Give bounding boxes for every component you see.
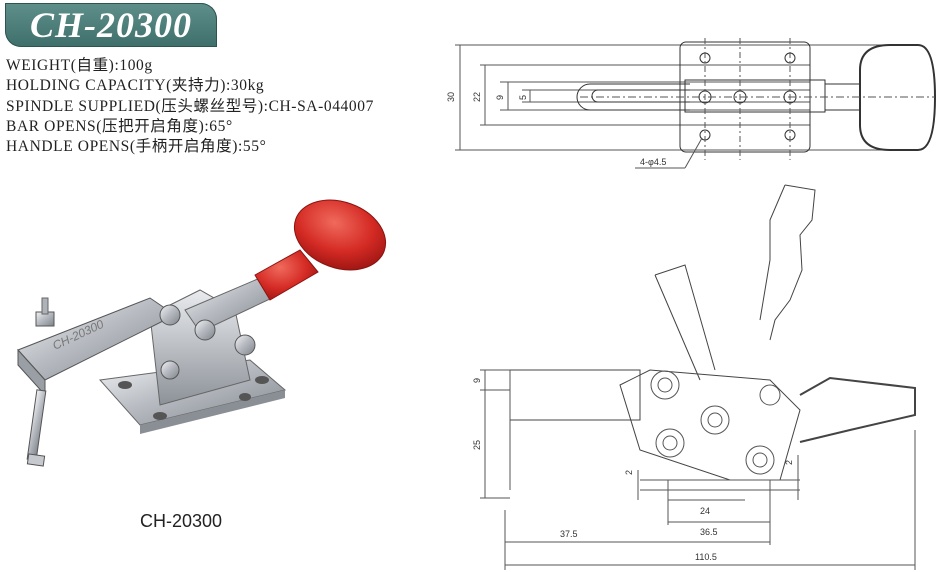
bar-open-outline [654,264,716,371]
handle-bulb-outline [859,44,937,151]
pivot-circle [752,452,768,468]
pivot-circle [662,435,678,451]
base-hole [255,376,269,384]
base-hole [118,381,132,389]
model-title: CH-20300 [29,5,192,45]
red-knob [293,199,387,271]
base-hole [239,393,251,401]
dim-hole-span: 36.5 [700,527,718,537]
dim-gap-left: 2 [624,470,634,475]
spec-handle-opens: HANDLE OPENS(手柄开启角度):55° [6,138,267,156]
spec-holding-capacity: HOLDING CAPACITY(夹持力):30kg [6,77,265,95]
dim-overall-height: 30 [446,92,456,102]
dim-slot-inner: 5 [518,95,528,100]
handle-closed-outline [799,376,916,443]
slot-outline [576,83,690,111]
pivot-circle [759,384,781,406]
red-grip [254,249,319,301]
spec-list: WEIGHT(自重):100g HOLDING CAPACITY(夹持力):30… [6,56,374,157]
spindle-tip [26,453,46,467]
pivot-circle [745,445,775,475]
spec-weight: WEIGHT(自重):100g [6,57,153,74]
side-view-drawing: 9 25 2 2 24 36.5 37.5 110.5 [472,184,916,570]
pivot-circle [700,405,730,435]
dim-height: 25 [472,440,482,450]
dim-slot-outer: 9 [495,95,505,100]
dim-holes: 4-φ4.5 [640,157,666,167]
pivot-rivet [234,334,256,356]
photo-caption: CH-20300 [140,511,223,531]
spec-spindle: SPINDLE SUPPLIED(压头螺丝型号):CH-SA-044007 [6,97,374,115]
pivot-rivet [194,319,216,341]
dim-overall-length: 110.5 [695,552,717,562]
dim-front-length: 37.5 [560,529,578,539]
base-hole [153,412,167,420]
dim-gap-right: 2 [784,460,794,465]
pivot-circle [655,428,685,458]
spec-bar-opens: BAR OPENS(压把开启角度):65° [6,117,233,135]
spindle-thread-top [41,297,49,315]
dim-base-width: 24 [700,506,710,516]
product-photo: CH-20300 [17,199,387,467]
handle-open-outline [769,184,816,341]
pivot-circle [657,377,673,393]
spindle-shaft [26,389,47,461]
pivot-circle [707,412,723,428]
top-view-drawing: 30 22 9 5 4-φ4.5 [446,38,937,169]
pivot-rivet [160,360,180,380]
pivot-circle [650,370,680,400]
dim-mid-height: 22 [472,92,482,102]
pivot-rivet [159,304,181,326]
dim-top-offset: 9 [472,378,482,383]
model-title-badge: CH-20300 [5,3,217,47]
